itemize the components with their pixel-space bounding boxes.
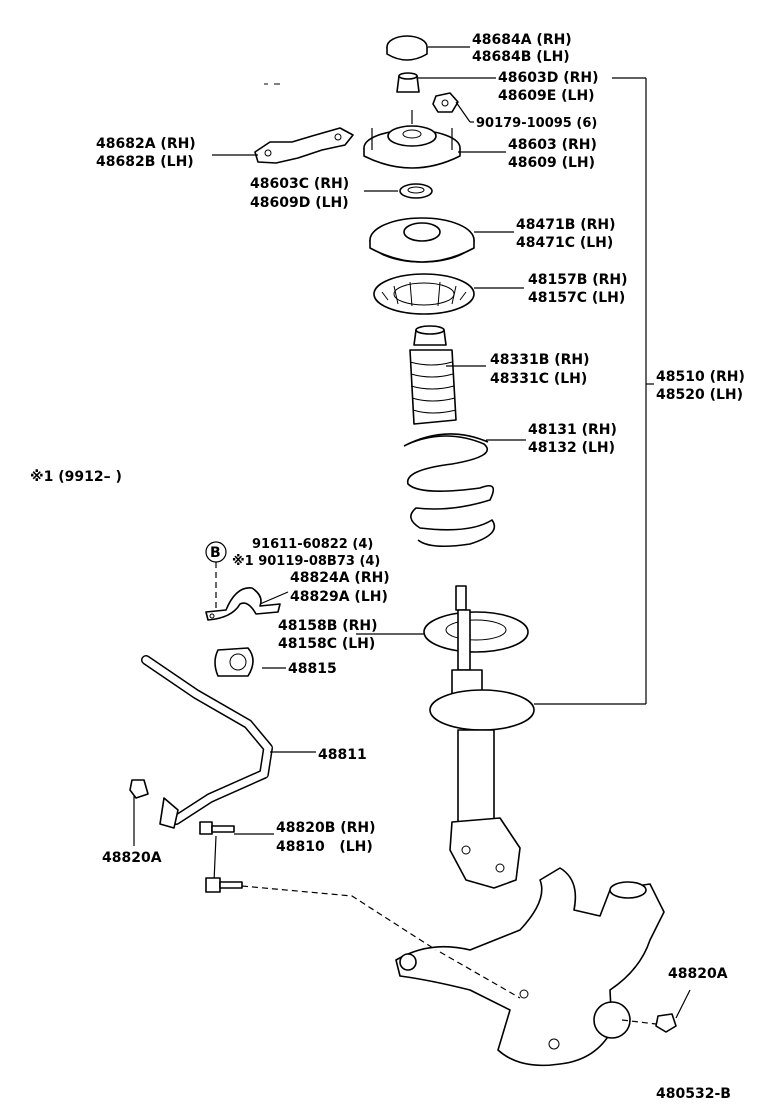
label-48820b: 48820B (RH) bbox=[276, 820, 376, 836]
label-48603d: 48603D (RH) bbox=[498, 70, 599, 86]
spring-upper-insulator bbox=[373, 273, 475, 315]
label-48157b: 48157B (RH) bbox=[528, 272, 628, 288]
leader-lines bbox=[133, 46, 691, 1025]
spring-upper-seat bbox=[369, 217, 475, 263]
label-48684a: 48684A (RH) bbox=[472, 32, 572, 48]
label-48520: 48520 (LH) bbox=[656, 387, 743, 403]
label-48132: 48132 (LH) bbox=[528, 440, 615, 456]
label-48157c: 48157C (LH) bbox=[528, 290, 625, 306]
stabilizer-bushing bbox=[214, 647, 254, 677]
support-nut bbox=[432, 92, 459, 113]
label-91611: 91611-60822 (4) bbox=[252, 537, 373, 552]
stabilizer-link bbox=[199, 821, 243, 893]
label-48331b: 48331B (RH) bbox=[490, 352, 590, 368]
label-48603c: 48603C (RH) bbox=[250, 176, 349, 192]
label-48820a-left: 48820A bbox=[102, 850, 162, 866]
label-48158b: 48158B (RH) bbox=[278, 618, 378, 634]
label-48829a: 48829A (LH) bbox=[290, 589, 388, 605]
bushing-bracket bbox=[205, 587, 281, 621]
label-48331c: 48331C (LH) bbox=[490, 371, 587, 387]
label-48609d: 48609D (LH) bbox=[250, 195, 349, 211]
link-nut-right bbox=[655, 1013, 677, 1033]
upper-support-cap bbox=[386, 35, 428, 61]
label-48158c: 48158C (LH) bbox=[278, 636, 375, 652]
part-labels: 48684A (RH) 48684B (LH) 48603D (RH) 4860… bbox=[30, 32, 745, 1102]
label-48609: 48609 (LH) bbox=[508, 155, 595, 171]
upper-support bbox=[363, 110, 461, 169]
label-48510: 48510 (RH) bbox=[656, 369, 745, 385]
label-48810: 48810 (LH) bbox=[276, 839, 373, 855]
label-48131: 48131 (RH) bbox=[528, 422, 617, 438]
label-48682b: 48682B (LH) bbox=[96, 154, 194, 170]
label-48811: 48811 bbox=[318, 747, 367, 763]
b-marker: B bbox=[205, 541, 227, 563]
label-48603: 48603 (RH) bbox=[508, 137, 597, 153]
shock-absorber-body bbox=[429, 669, 535, 889]
label-48471c: 48471C (LH) bbox=[516, 235, 613, 251]
label-48824a: 48824A (RH) bbox=[290, 570, 390, 586]
label-90119: ※1 90119-08B73 (4) bbox=[232, 554, 380, 569]
steering-knuckle bbox=[395, 867, 665, 1067]
dust-seal bbox=[399, 183, 433, 199]
diagram-id: 480532-B bbox=[656, 1086, 731, 1102]
spring-lower-seat bbox=[423, 611, 529, 653]
link-nut-left bbox=[129, 779, 149, 799]
bump-stopper-boot bbox=[409, 325, 457, 425]
label-48815: 48815 bbox=[288, 661, 337, 677]
strut-piston-rod bbox=[455, 585, 471, 671]
label-48820a-right: 48820A bbox=[668, 966, 728, 982]
strut-bracket bbox=[254, 127, 354, 164]
stabilizer-bar bbox=[141, 655, 273, 829]
upper-nut bbox=[396, 72, 420, 93]
label-48609e: 48609E (LH) bbox=[498, 88, 595, 104]
coil-spring bbox=[403, 433, 496, 548]
label-48682a: 48682A (RH) bbox=[96, 136, 196, 152]
label-48471b: 48471B (RH) bbox=[516, 217, 616, 233]
label-90179: 90179-10095 (6) bbox=[476, 116, 597, 131]
label-note: ※1 (9912– ) bbox=[30, 469, 122, 485]
label-48684b: 48684B (LH) bbox=[472, 49, 570, 65]
b-marker-label: B bbox=[210, 545, 221, 561]
